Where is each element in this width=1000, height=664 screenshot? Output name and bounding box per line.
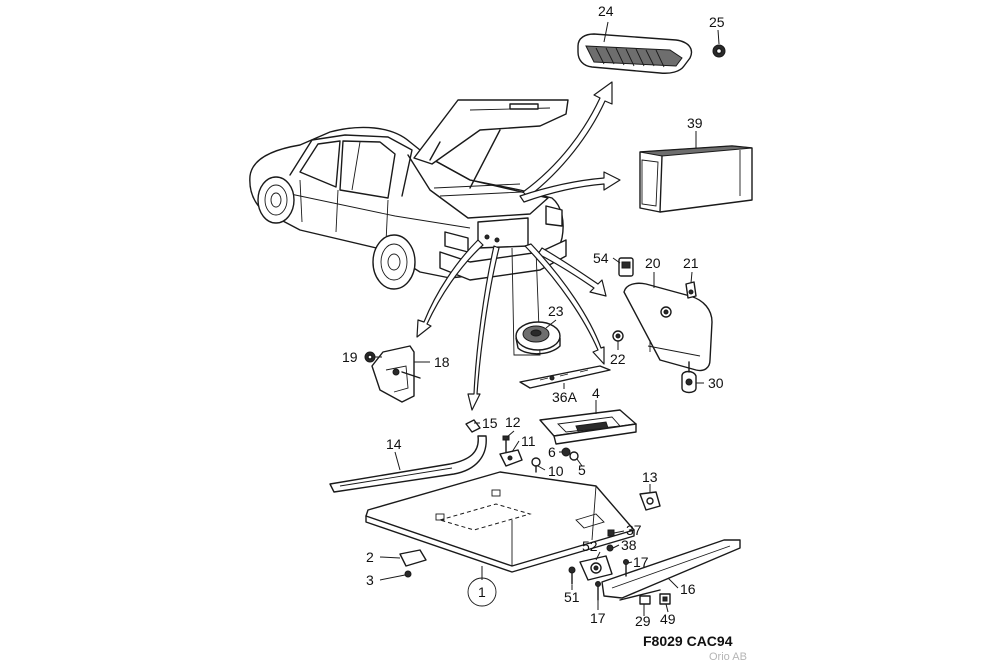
callout-1-circle bbox=[467, 577, 497, 607]
callout-39: 39 bbox=[687, 115, 703, 131]
part-19-nut bbox=[364, 351, 376, 363]
callout-11: 11 bbox=[521, 433, 536, 449]
part-14-side-rail bbox=[329, 435, 487, 493]
part-22-screw bbox=[612, 330, 624, 342]
callout-15: 15 bbox=[482, 415, 498, 431]
callout-37: 37 bbox=[626, 522, 642, 538]
part-6-nut bbox=[561, 447, 571, 457]
callout-23: 23 bbox=[548, 303, 564, 319]
callout-20: 20 bbox=[645, 255, 661, 271]
callout-24: 24 bbox=[598, 3, 614, 19]
part-25-clip bbox=[712, 44, 726, 58]
part-20-side-panel bbox=[623, 282, 713, 372]
figure-code: F8029 CAC94 bbox=[643, 633, 733, 649]
part-13-eyelet bbox=[639, 491, 661, 511]
callout-29: 29 bbox=[635, 613, 651, 629]
part-38-nut bbox=[606, 544, 614, 552]
callout-19: 19 bbox=[342, 349, 358, 365]
part-4-tray bbox=[539, 409, 637, 445]
callout-38: 38 bbox=[621, 537, 637, 553]
part-30-hook bbox=[681, 361, 697, 394]
car-illustration bbox=[249, 99, 569, 356]
part-39-storage-box bbox=[639, 145, 753, 213]
direction-arrows bbox=[416, 81, 621, 411]
callout-30: 30 bbox=[708, 375, 724, 391]
callout-3: 3 bbox=[366, 572, 374, 588]
callout-52: 52 bbox=[582, 538, 598, 554]
part-21-clip bbox=[685, 281, 697, 299]
callout-36a: 36A bbox=[552, 389, 578, 405]
watermark: Orio AB bbox=[709, 651, 747, 663]
callout-51: 51 bbox=[564, 589, 580, 605]
part-24-grille bbox=[577, 33, 693, 74]
callout-25: 25 bbox=[709, 14, 725, 30]
part-16-rail bbox=[601, 539, 741, 601]
callout-17-lower: 17 bbox=[590, 610, 606, 626]
part-37-screw bbox=[607, 529, 615, 537]
callout-18: 18 bbox=[434, 354, 450, 370]
part-15-clip bbox=[465, 419, 481, 433]
callout-1: 1 bbox=[478, 584, 486, 600]
part-12-screw bbox=[502, 435, 510, 453]
part-29-clip bbox=[639, 595, 651, 605]
callout-14: 14 bbox=[386, 436, 402, 452]
leader-lines bbox=[375, 21, 720, 616]
callout-16: 16 bbox=[680, 581, 696, 597]
callout-4: 4 bbox=[592, 385, 600, 401]
callout-12: 12 bbox=[505, 414, 521, 430]
part-36a-strip bbox=[519, 365, 611, 389]
part-5-washer bbox=[569, 451, 579, 461]
callout-54: 54 bbox=[593, 250, 609, 266]
callout-labels: 24 25 39 54 20 21 23 22 30 36A 4 19 18 1… bbox=[342, 3, 725, 629]
callout-13: 13 bbox=[642, 469, 658, 485]
callout-22: 22 bbox=[610, 351, 626, 367]
callout-21: 21 bbox=[683, 255, 699, 271]
part-3-screw bbox=[404, 570, 412, 578]
part-11-latch bbox=[499, 449, 523, 467]
callout-10: 10 bbox=[548, 463, 564, 479]
part-23-speaker bbox=[515, 321, 561, 355]
part-54-clip bbox=[618, 257, 634, 277]
callout-17-upper: 17 bbox=[633, 554, 649, 570]
part-1-floor-panel bbox=[365, 471, 635, 573]
part-10-screw bbox=[531, 457, 541, 473]
part-18-bracket bbox=[371, 345, 421, 403]
part-49-clip bbox=[659, 593, 671, 605]
callout-6: 6 bbox=[548, 444, 556, 460]
callout-5: 5 bbox=[578, 462, 586, 478]
callout-49: 49 bbox=[660, 611, 676, 627]
callout-2: 2 bbox=[366, 549, 374, 565]
part-17-screw bbox=[595, 559, 629, 601]
part-51-screw bbox=[568, 566, 576, 585]
part-2-bracket bbox=[399, 549, 427, 567]
